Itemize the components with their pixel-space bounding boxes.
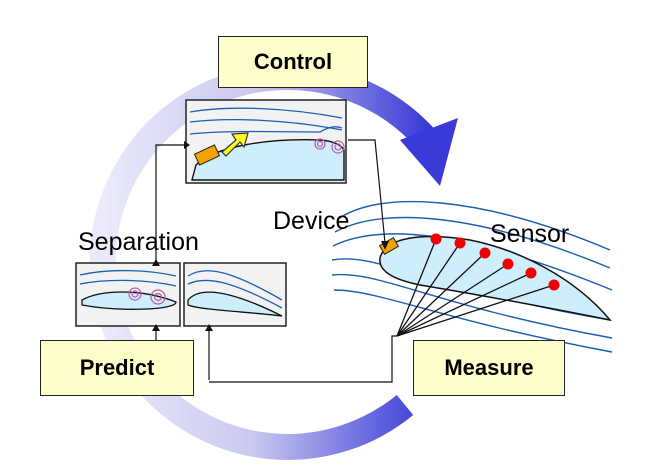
predict-box: Predict (40, 340, 194, 396)
connector-arrowheads (152, 141, 389, 331)
separation-label: Separation (78, 228, 199, 256)
actuator-device (193, 144, 221, 166)
control-box: Control (218, 36, 368, 88)
connectors (155, 139, 397, 383)
sensor-dot (548, 279, 560, 291)
sensor-dot (479, 247, 491, 259)
sensor-wires (396, 238, 555, 337)
airfoil (379, 235, 612, 322)
control-panel (185, 99, 347, 184)
sensor-label: Sensor (490, 220, 570, 248)
jet-arrow (221, 132, 249, 157)
separated-flow-panel (75, 262, 181, 327)
main-airfoil-flow (331, 200, 613, 353)
vortex-large (128, 287, 166, 305)
streamline (337, 200, 611, 251)
cycle-arrowhead (400, 118, 458, 186)
streamline (334, 216, 611, 269)
device-label: Device (273, 207, 350, 235)
sensor-dot (502, 258, 514, 270)
streamline (331, 273, 613, 339)
sensor-dot (525, 267, 537, 279)
attached-flow-panel (183, 262, 287, 327)
sensor-dot (454, 237, 466, 249)
pressure-sensors (430, 233, 560, 291)
sensor-dot (430, 233, 442, 245)
vortex-small (314, 138, 345, 154)
measure-box: Measure (413, 340, 565, 396)
